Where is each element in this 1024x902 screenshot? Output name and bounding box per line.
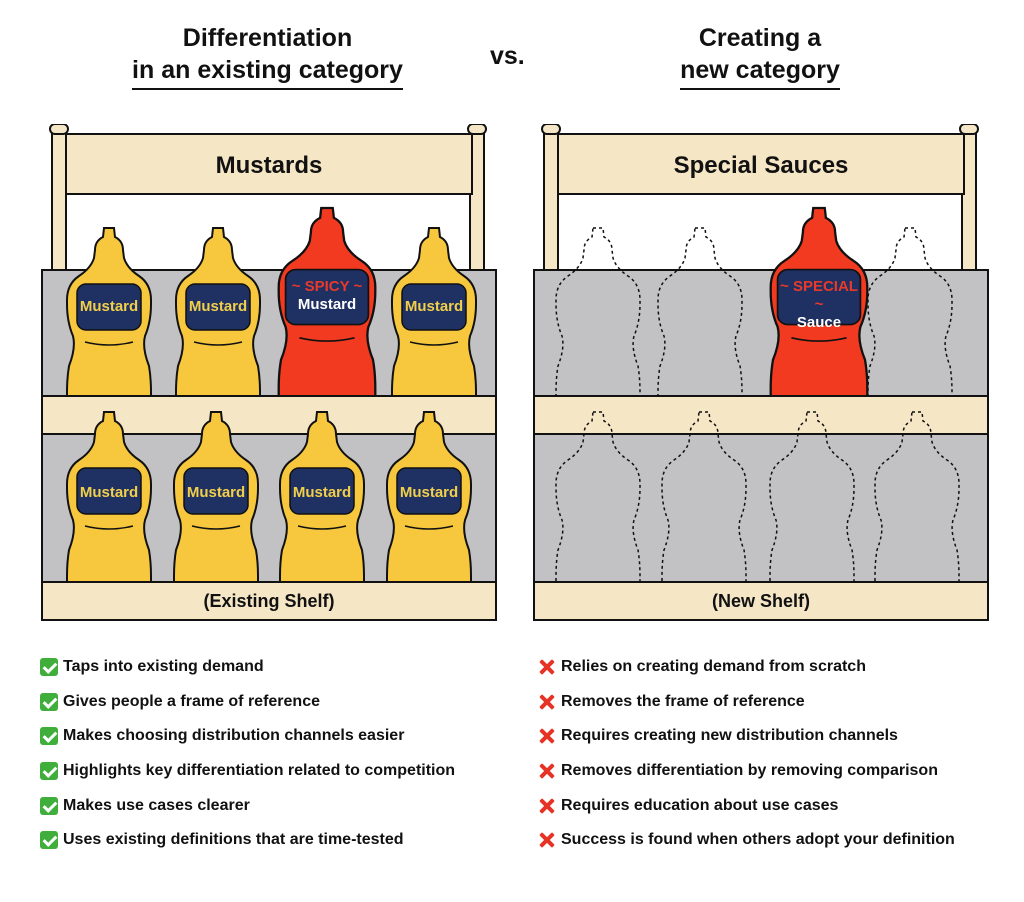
special-accent-label: ~ SPECIAL ~ <box>780 278 858 313</box>
base-shelf-board <box>41 581 497 621</box>
sign-board <box>557 133 965 195</box>
left-heading-line-2: in an existing category <box>132 54 403 90</box>
con-text: Removes the frame of reference <box>561 692 805 710</box>
upper-shelf-back <box>533 269 989 397</box>
pro-text: Makes use cases clearer <box>63 796 250 814</box>
left-heading: Differentiation in an existing category <box>110 22 425 90</box>
con-item: Success is found when others adopt your … <box>538 823 955 858</box>
vs-label: vs. <box>490 42 525 70</box>
right-heading-line-1: Creating a <box>698 24 822 52</box>
new-shelf-panel: Special Sauces ~ SPECIAL ~ Sauce (New Sh… <box>532 124 990 622</box>
cross-icon <box>538 658 556 676</box>
con-text: Removes differentiation by removing comp… <box>561 762 938 780</box>
middle-shelf-board <box>533 395 989 435</box>
mustard-bottle <box>279 411 365 603</box>
pro-item: Makes choosing distribution channels eas… <box>40 719 455 754</box>
con-item: Requires creating new distribution chann… <box>538 719 955 754</box>
left-heading-line-1: Differentiation <box>182 24 353 52</box>
pro-text: Highlights key differentiation related t… <box>63 762 456 780</box>
shelf-label: (New Shelf) <box>711 591 810 611</box>
special-bottle-label: ~ SPECIAL ~ Sauce <box>777 278 861 332</box>
mustard-bottle <box>66 227 152 419</box>
cross-icon <box>538 831 556 849</box>
right-post-cap <box>467 124 487 135</box>
con-item: Requires education about use cases <box>538 788 955 823</box>
mustard-bottle <box>175 227 261 419</box>
sign-title: Special Sauces <box>673 152 849 179</box>
pro-text: Uses existing definitions that are time-… <box>63 831 404 849</box>
cross-icon <box>538 727 556 745</box>
shelf-label: (Existing Shelf) <box>203 591 335 611</box>
right-heading-line-2: new category <box>680 54 840 90</box>
con-item: Relies on creating demand from scratch <box>538 650 955 685</box>
mustard-bottle <box>66 411 152 603</box>
left-post-cap <box>49 124 69 135</box>
spicy-bottle-label: ~ SPICY ~ Mustard <box>285 278 369 314</box>
pro-item: Uses existing definitions that are time-… <box>40 823 455 858</box>
bottle-label: Mustard <box>399 484 459 501</box>
left-post-cap <box>541 124 561 135</box>
cross-icon <box>538 693 556 711</box>
mustard-bottle <box>173 411 259 603</box>
existing-shelf-illustration <box>41 124 497 621</box>
con-text: Relies on creating demand from scratch <box>561 658 866 676</box>
existing-shelf-panel: Mustards Mustard Mustard ~ SPICY ~ Musta… <box>40 124 498 622</box>
spicy-accent-label: ~ SPICY ~ <box>291 278 363 295</box>
con-text: Success is found when others adopt your … <box>561 831 955 849</box>
con-item: Removes the frame of reference <box>538 685 955 720</box>
con-item: Removes differentiation by removing comp… <box>538 754 955 789</box>
left-post <box>51 127 67 273</box>
checkmark-icon <box>40 692 58 711</box>
bottle-label: Mustard <box>79 484 139 501</box>
pro-item: Taps into existing demand <box>40 650 455 685</box>
pro-item: Highlights key differentiation related t… <box>40 754 455 789</box>
spicy-mustard-bottle <box>277 206 377 419</box>
checkmark-icon <box>40 727 58 746</box>
lower-shelf-back <box>533 433 989 583</box>
sign-title: Mustards <box>215 152 323 179</box>
con-text: Requires education about use cases <box>561 796 839 814</box>
special-main-label: Sauce <box>796 314 842 331</box>
checkmark-icon <box>40 831 58 850</box>
mustard-bottle <box>386 411 472 603</box>
right-post-cap <box>959 124 979 135</box>
cons-list: Relies on creating demand from scratch R… <box>538 650 955 858</box>
mustard-bottle <box>391 227 477 419</box>
bottle-label: Mustard <box>188 298 248 315</box>
new-shelf-illustration <box>533 124 989 621</box>
base-shelf-board <box>533 581 989 621</box>
checkmark-icon <box>40 658 58 677</box>
special-sauce-bottle <box>769 206 869 419</box>
bottle-label: Mustard <box>404 298 464 315</box>
right-heading: Creating a new category <box>650 22 870 90</box>
left-post <box>543 127 559 273</box>
sign-board <box>65 133 473 195</box>
bottle-label: Mustard <box>186 484 246 501</box>
pros-list: Taps into existing demand Gives people a… <box>40 650 455 858</box>
bottle-label: Mustard <box>292 484 352 501</box>
spicy-main-label: Mustard <box>297 296 357 313</box>
cross-icon <box>538 797 556 815</box>
cross-icon <box>538 762 556 780</box>
pro-text: Taps into existing demand <box>63 658 264 676</box>
checkmark-icon <box>40 796 58 815</box>
pro-item: Gives people a frame of reference <box>40 685 455 720</box>
bottle-label: Mustard <box>79 298 139 315</box>
checkmark-icon <box>40 762 58 781</box>
pro-item: Makes use cases clearer <box>40 788 455 823</box>
con-text: Requires creating new distribution chann… <box>561 727 898 745</box>
pro-text: Gives people a frame of reference <box>63 692 320 710</box>
pro-text: Makes choosing distribution channels eas… <box>63 727 405 745</box>
